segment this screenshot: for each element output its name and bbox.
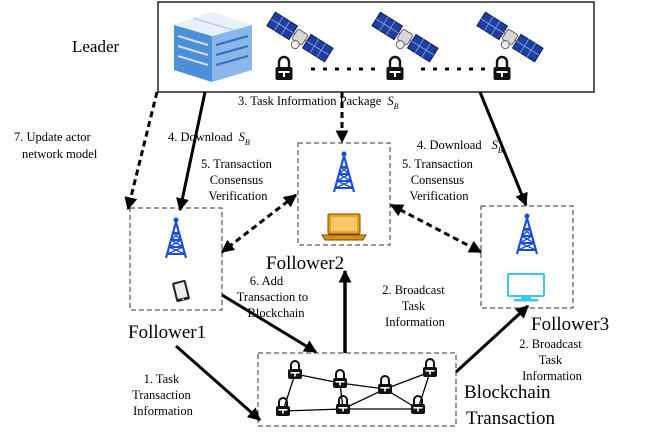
tower-icon (164, 216, 188, 260)
follower1-label: Follower1 (128, 322, 206, 343)
blockchain-label-line1: Blockchain (464, 382, 551, 403)
arrow-consensus-right (389, 203, 483, 254)
label-update-actor: 7. Update actor network model (14, 130, 98, 161)
tower-icon (332, 150, 356, 194)
blockchain-node (332, 369, 348, 389)
arrow-broadcast-right (454, 304, 530, 374)
blockchain-node (287, 360, 303, 380)
arrow-consensus-left (220, 193, 298, 254)
arrow-update-actor (124, 91, 159, 211)
follower3-label: Follower3 (531, 314, 609, 335)
arrow-task-transaction (175, 344, 261, 422)
laptop-icon (321, 213, 367, 241)
label-broadcast-mid: 2. Broadcast Task Information (382, 283, 448, 329)
server-rack-icon (174, 12, 252, 82)
follower2-label: Follower2 (266, 253, 344, 274)
monitor-icon (507, 273, 545, 302)
blockchain-node (410, 395, 426, 415)
blockchain-node (335, 395, 351, 415)
blockchain-node (422, 358, 438, 378)
label-consensus-right: 5. Transaction Consensus Verification (402, 157, 476, 203)
label-consensus-left: 5. Transaction Consensus Verification (201, 157, 275, 203)
arrow-download-right (478, 91, 528, 207)
label-broadcast-right: 2. Broadcast Task Information (519, 337, 585, 383)
label-add-transaction: 6. Add Transaction to Blockchain (237, 274, 312, 320)
tablet-icon (172, 280, 190, 302)
arrow-add-transaction (221, 293, 318, 354)
blockchain-node (377, 375, 393, 395)
blockchain-box (257, 352, 457, 427)
blockchain-node (275, 397, 291, 417)
blockchain-network (282, 371, 431, 412)
blockchain-label-line2: Transaction (466, 408, 556, 429)
follower2-box (297, 142, 391, 246)
tower-icon (515, 212, 539, 256)
leader-label: Leader (72, 37, 120, 56)
label-task-transaction: 1. Task Transaction Information (132, 372, 194, 418)
arrow-download-left (176, 91, 207, 212)
follower1-box (129, 207, 223, 311)
